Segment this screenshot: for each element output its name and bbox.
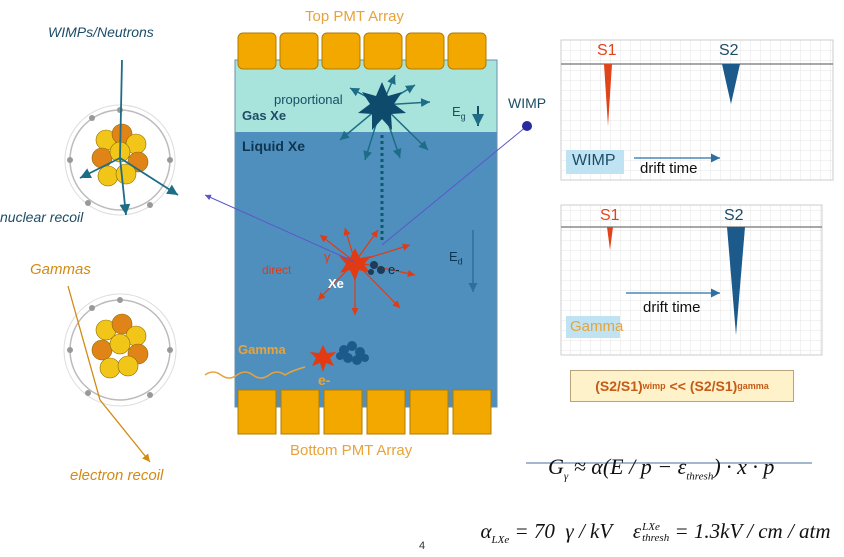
- nuclear-recoil-label: nuclear recoil: [0, 209, 84, 225]
- bottom-pmt: [323, 389, 363, 435]
- liquid-xe-label: Liquid Xe: [242, 138, 305, 154]
- electron-cluster: [368, 261, 385, 275]
- top-pmt-array: [237, 32, 487, 70]
- direct-label: direct: [262, 263, 292, 277]
- wimps-neutrons-label: WIMPs/Neutrons: [48, 24, 154, 40]
- proportional-label: proportional: [274, 92, 343, 107]
- s2-spike-gamma: [727, 227, 745, 335]
- drift-time-label-wimp: drift time: [640, 160, 698, 177]
- interaction-star: [339, 248, 371, 281]
- bottom-pmt: [409, 389, 449, 435]
- equation-gamma: Gγ ≈ α(E / p − εthresh) · x · p: [548, 454, 775, 483]
- recoil-path: [204, 194, 356, 263]
- ratio-box: (S2/S1)wimp << (S2/S1)gamma: [570, 370, 794, 402]
- s2-label-wimp: S2: [719, 42, 739, 59]
- s1-spike-gamma: [607, 227, 613, 250]
- wimp-box-label: WIMP: [572, 152, 616, 169]
- s1-spike-wimp: [604, 64, 612, 126]
- top-pmt-label: Top PMT Array: [305, 8, 404, 25]
- electron-recoil-label: electron recoil: [70, 467, 164, 484]
- wimp-path: [381, 125, 528, 246]
- eg-label: Eg: [452, 104, 466, 122]
- bottom-pmt: [366, 389, 406, 435]
- s2-label-gamma: S2: [724, 207, 744, 224]
- gas-xe-label: Gas Xe: [242, 108, 287, 123]
- atom-nuclear: [64, 59, 179, 216]
- wimp-label: WIMP: [508, 95, 547, 111]
- bottom-pmt-array: [237, 389, 492, 435]
- gammas-label: Gammas: [30, 261, 91, 278]
- top-pmt: [405, 32, 445, 70]
- plot-gamma: [560, 204, 823, 356]
- gamma-interaction-star: [310, 345, 336, 372]
- electron-bottom-label: e-: [318, 372, 331, 388]
- electron-label: e-: [388, 262, 400, 277]
- top-pmt: [279, 32, 319, 70]
- electron-cloud: [336, 341, 369, 365]
- s1-label-gamma: S1: [600, 207, 620, 224]
- gamma-symbol: γ: [324, 249, 331, 264]
- top-pmt: [363, 32, 403, 70]
- atom-electron: [63, 285, 177, 463]
- gamma-wave: [204, 366, 306, 379]
- gamma-box-label: Gamma: [570, 318, 624, 335]
- proportional-star: [358, 82, 406, 130]
- s1-label-wimp: S1: [597, 42, 617, 59]
- top-pmt: [447, 32, 487, 70]
- drift-time-label-gamma: drift time: [643, 299, 701, 316]
- gamma-in-label: Gamma: [238, 342, 286, 357]
- bottom-pmt: [237, 389, 277, 435]
- bottom-pmt-label: Bottom PMT Array: [290, 442, 413, 459]
- bottom-pmt: [280, 389, 320, 435]
- xe-label: Xe: [328, 276, 344, 291]
- ed-label: Ed: [449, 249, 463, 267]
- page-number: 4: [419, 540, 426, 552]
- s2-spike-wimp: [722, 64, 740, 104]
- wimp-dot: [522, 121, 532, 131]
- bottom-pmt: [452, 389, 492, 435]
- plot-wimp: [560, 39, 834, 181]
- top-pmt: [321, 32, 361, 70]
- top-pmt: [237, 32, 277, 70]
